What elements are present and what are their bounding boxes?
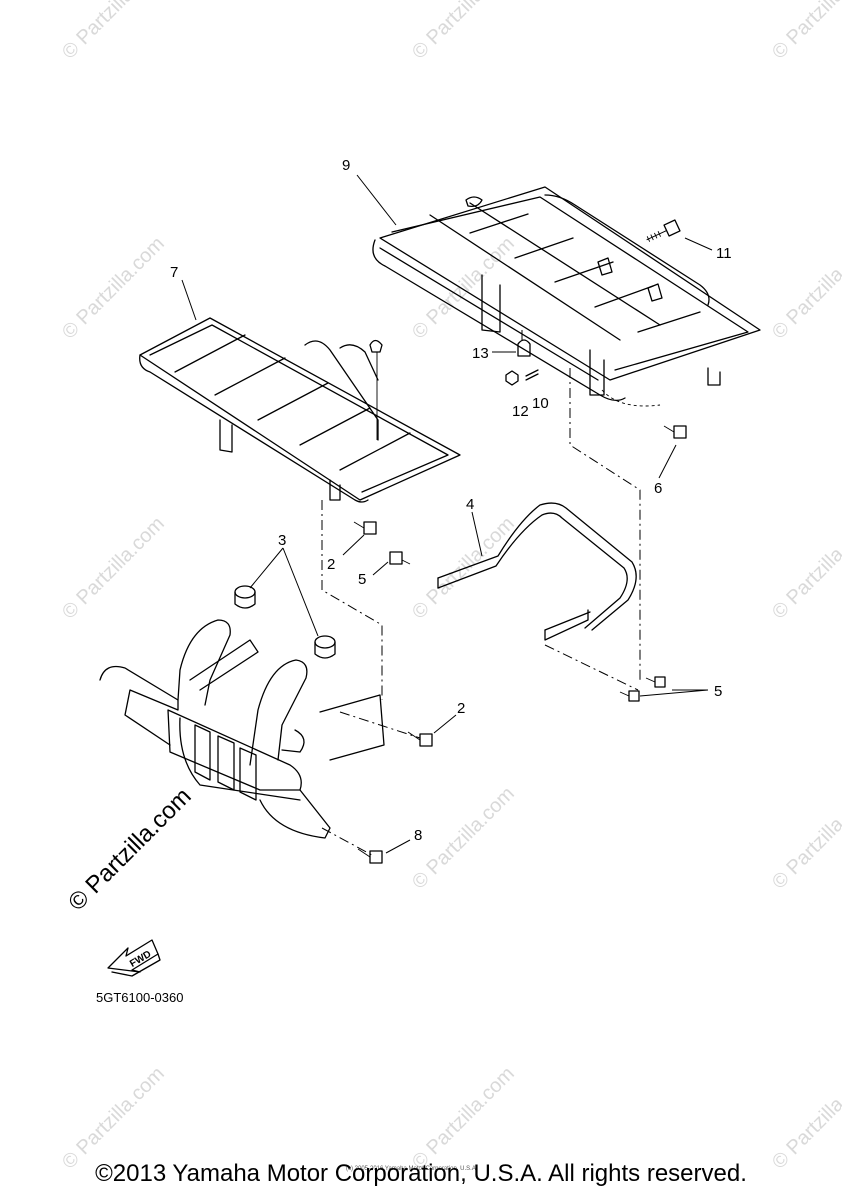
watermark-text: © Partzilla.com: [58, 233, 169, 344]
bolt-2-upper: [353, 521, 377, 535]
pin-10: [525, 369, 539, 381]
copyright-footer: ©2013 Yamaha Motor Corporation, U.S.A. A…: [95, 1160, 747, 1187]
watermark-text: © Partzilla.com: [58, 0, 169, 64]
callout-2-upper: 2: [327, 556, 335, 573]
bolt-11: [646, 219, 681, 242]
clip-13: [517, 339, 531, 357]
watermark-text: © Partzilla.com: [768, 233, 842, 344]
alignment-lines: [321, 330, 641, 856]
callout-12: 12: [512, 403, 529, 420]
watermark-text: © Partzilla.com: [408, 1063, 519, 1174]
leader-lines: [181, 174, 713, 854]
callout-2-lower: 2: [457, 700, 465, 717]
watermark-text: © Partzilla.com: [768, 0, 842, 64]
watermark-text: © Partzilla.com: [768, 513, 842, 624]
callout-6: 6: [654, 480, 662, 497]
callout-5-right: 5: [714, 683, 722, 700]
front-carrier-part-7: [139, 317, 461, 503]
watermark-text: © Partzilla.com: [408, 783, 519, 894]
watermark-text: © Partzilla.com: [58, 1063, 169, 1174]
callout-4: 4: [466, 496, 474, 513]
callout-3: 3: [278, 532, 286, 549]
watermark-text: © Partzilla.com: [768, 1063, 842, 1174]
nut-12: [505, 370, 519, 386]
front-guard-part-8: [99, 619, 385, 839]
callout-7: 7: [170, 264, 178, 281]
guard-bar-part-4: [437, 502, 637, 641]
callout-labels: 9 11 7 13 12 10 6 4 2 5 3 2 5 8: [170, 157, 732, 844]
callout-13: 13: [472, 345, 489, 362]
watermark-text: © Partzilla.com: [58, 513, 169, 624]
diagram-code: 5GT6100-0360: [96, 990, 183, 1005]
callout-8: 8: [414, 827, 422, 844]
callout-9: 9: [342, 157, 350, 174]
bolt-5-left: [389, 551, 411, 565]
bolt-5-right-a: [645, 676, 666, 688]
callout-5-left: 5: [358, 571, 366, 588]
bolt-hardware: [353, 219, 687, 864]
watermark-text: © Partzilla.com: [408, 233, 519, 344]
collar-parts-3: [234, 585, 336, 659]
bolt-8: [357, 848, 383, 864]
watermark-text: © Partzilla.com: [408, 0, 519, 64]
bolt-6: [663, 425, 687, 439]
tiny-copyright-notice: (c) 2005-2016 Yamaha Motor Corporation, …: [346, 1166, 478, 1172]
callout-10: 10: [532, 395, 549, 412]
bolt-5-right-b: [619, 690, 640, 702]
callout-11: 11: [716, 245, 732, 262]
watermark-text-dark: © Partzilla.com: [63, 783, 196, 916]
rear-carrier-part-9: [372, 186, 761, 407]
fwd-arrow-icon: FWD: [107, 939, 161, 977]
bolt-2-lower: [407, 731, 433, 747]
watermark-text: © Partzilla.com: [768, 783, 842, 894]
